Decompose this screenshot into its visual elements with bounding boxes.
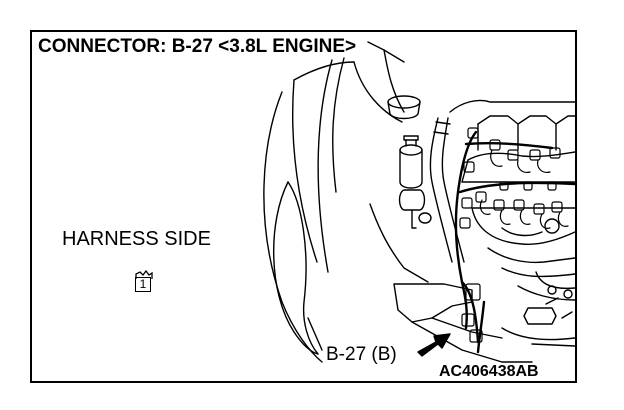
engine-block	[449, 99, 575, 347]
wiring-harness	[454, 130, 575, 354]
engine-bay-illustration	[263, 41, 575, 363]
connector-arrow	[417, 333, 451, 357]
callout-leader	[307, 317, 323, 351]
diagram-frame: CONNECTOR: B-27 <3.8L ENGINE> HARNESS SI…	[30, 30, 577, 383]
headlight	[272, 181, 319, 355]
harness-connectors	[459, 127, 563, 343]
strut-cap	[387, 95, 421, 120]
hood-outline	[263, 41, 405, 363]
connector-symbol-icon: 1	[133, 270, 155, 296]
harness-side-label: HARNESS SIDE	[62, 228, 211, 250]
page-title: CONNECTOR: B-27 <3.8L ENGINE>	[38, 36, 357, 57]
wire-loops	[479, 149, 569, 229]
connector-callout-label: B-27 (B)	[324, 344, 399, 366]
figure-id: AC406438AB	[437, 363, 541, 381]
washer-bottle	[398, 189, 432, 229]
pin-number: 1	[135, 277, 151, 292]
reservoir	[399, 135, 423, 189]
body-panel	[369, 203, 533, 363]
